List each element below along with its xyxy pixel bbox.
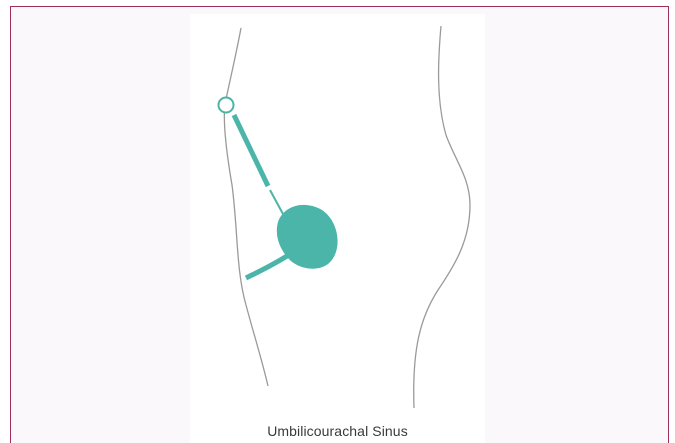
umbilicus-opening <box>219 98 234 113</box>
figure-caption: Umbilicourachal Sinus <box>190 423 485 439</box>
urachal-remnant-cord <box>270 190 283 214</box>
urachal-sinus-tract <box>234 115 268 186</box>
posterior-body-contour <box>414 26 470 408</box>
urethra <box>246 254 290 278</box>
anterior-body-contour <box>224 28 268 386</box>
